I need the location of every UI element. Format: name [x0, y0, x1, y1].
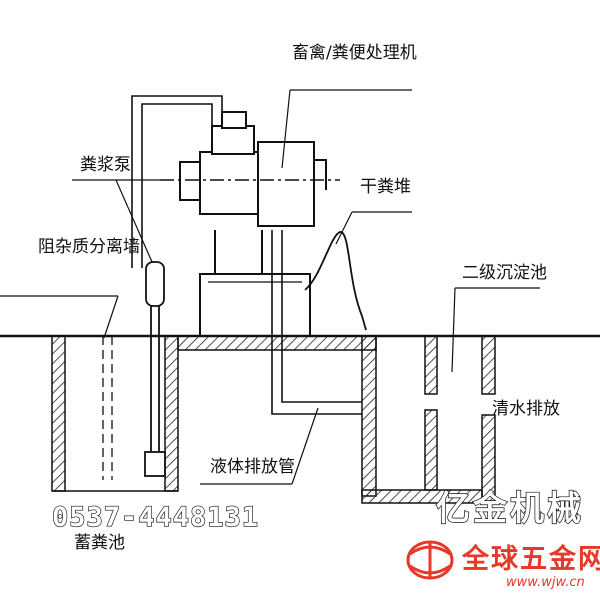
leader-lines	[0, 89, 540, 485]
processor-machine	[160, 111, 340, 227]
channel-structure	[177, 335, 496, 504]
brand-name: 亿金机械	[436, 489, 584, 529]
watermark-url: www.wjw.cn	[506, 575, 585, 590]
separation-wall	[102, 336, 113, 480]
globe-icon	[406, 540, 454, 580]
machine-platform	[199, 230, 311, 337]
label-wall: 阻杂质分离墙	[38, 237, 140, 257]
label-liquid-pipe: 液体排放管	[210, 457, 295, 477]
phone-number: 0537-4448131	[52, 502, 259, 533]
label-processor: 畜禽/粪便处理机	[292, 43, 417, 63]
watermark-name: 全球五金网	[461, 543, 600, 575]
label-pump: 粪浆泵	[80, 155, 131, 175]
watermark-logo: 全球五金网 www.wjw.cn	[406, 540, 600, 590]
label-sed-tank: 二级沉淀池	[462, 263, 547, 283]
feed-pipe	[131, 95, 223, 268]
label-clear-water: 清水排放	[492, 399, 560, 419]
liquid-discharge-pipe	[271, 230, 362, 415]
label-manure-pit: 蓄粪池	[74, 533, 125, 553]
dry-manure-pile	[304, 231, 367, 331]
label-dry-manure: 干粪堆	[360, 177, 411, 197]
slurry-pump	[144, 261, 166, 477]
manure-pit	[51, 335, 179, 492]
